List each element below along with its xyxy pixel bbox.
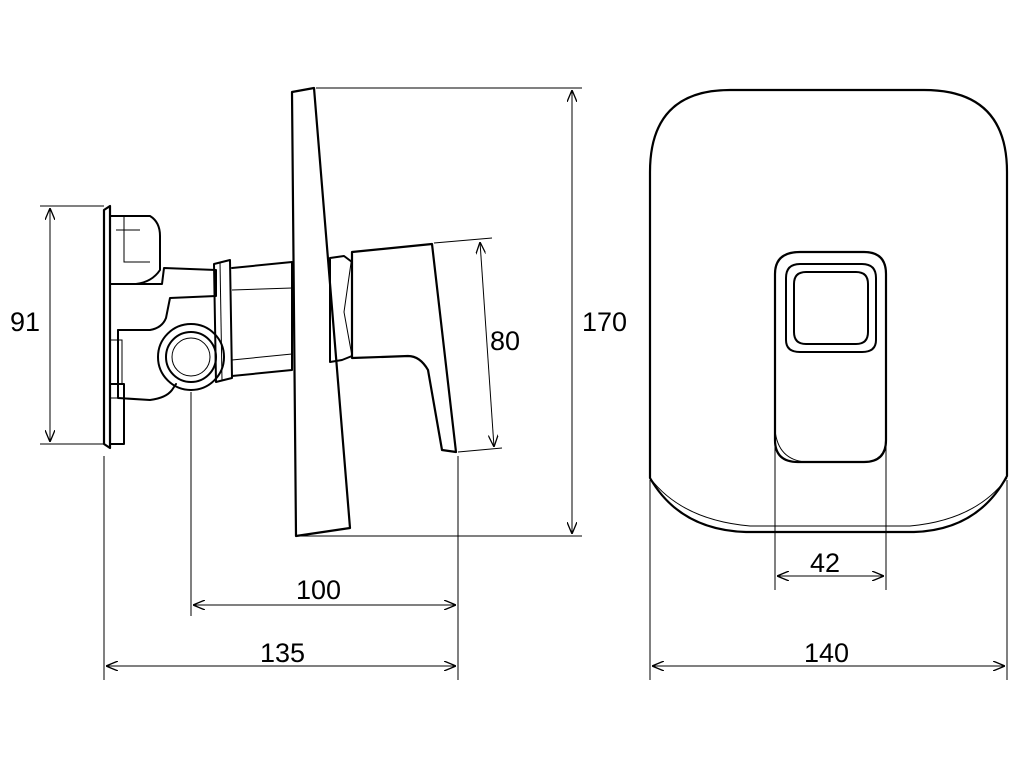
lever-base (329, 255, 353, 363)
dim-label-170: 170 (582, 307, 627, 337)
cover-plate-side (290, 86, 352, 538)
mounting-plate (102, 204, 112, 450)
dim-label-135: 135 (260, 638, 305, 668)
dimension-135: 135 (103, 456, 456, 680)
dimension-100: 100 (190, 392, 459, 680)
dimension-91: 91 (10, 205, 104, 445)
front-view (648, 88, 1009, 534)
cartridge-stem (231, 261, 293, 377)
dim-label-80: 80 (490, 326, 520, 356)
lever-button (785, 263, 877, 353)
dimension-42: 42 (774, 440, 887, 590)
cover-plate-front (648, 88, 1009, 534)
valve-body-lower (117, 329, 177, 401)
dimension-80: 80 (433, 237, 520, 453)
lever-handle (350, 242, 458, 454)
dim-label-100: 100 (296, 575, 341, 605)
dim-label-42: 42 (810, 548, 840, 578)
outlet-nut (157, 323, 225, 391)
dimension-140: 140 (649, 480, 1008, 680)
dimension-170: 170 (300, 87, 627, 537)
valve-body-upper (109, 215, 161, 285)
collar (213, 259, 233, 383)
valve-body-center (117, 267, 217, 331)
lever-front (773, 250, 888, 464)
dim-label-91: 91 (10, 307, 40, 337)
side-view (102, 86, 458, 538)
dim-label-140: 140 (804, 638, 849, 668)
